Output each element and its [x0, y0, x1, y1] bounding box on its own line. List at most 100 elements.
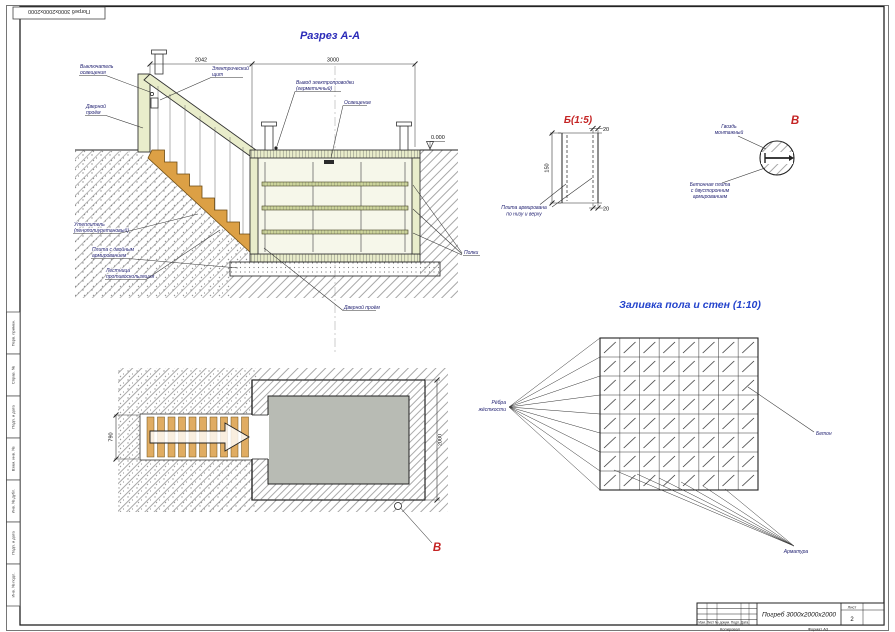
level-mark-value: 0.000	[431, 135, 445, 141]
label-light-text: Освещение	[344, 100, 371, 106]
side-stamp-box	[6, 563, 21, 607]
dim-cover-top: 20	[603, 127, 609, 133]
side-stamp-label: Взам. инв. №	[11, 447, 16, 472]
copied-note: Копировал	[720, 627, 741, 632]
detail-b-label: Плита армирована по низу и верху	[500, 177, 593, 218]
detail-marker-letter: В	[433, 542, 441, 554]
rebar-leader-fan	[613, 469, 795, 547]
side-stamp-column: Перв. примен. Справ. № Подп. и дата Взам…	[6, 311, 21, 607]
label-ribs: Рёбра жёсткости	[477, 337, 601, 491]
label-rebar-text: Арматура	[783, 549, 809, 555]
detail-b-dim-20-top: 20	[589, 125, 610, 134]
sheet-number: 2	[850, 617, 854, 623]
detail-b-dim-20-bottom: 20	[589, 203, 610, 213]
sheet-label: Лист	[848, 605, 857, 610]
label-shelves-text: Полки	[464, 250, 478, 256]
plan-wall-band	[252, 380, 425, 500]
revision-row: Изм. Лист № докум. Подп. Дата	[699, 621, 749, 625]
dim-body: 3000	[327, 58, 339, 64]
label-wiring-line2: (герметичный)	[296, 85, 332, 92]
label-panel-line2: щит	[212, 72, 223, 78]
label-nail-line2: монтажный	[715, 129, 744, 136]
descend-arrow	[149, 422, 250, 452]
label-concrete: Бетон	[747, 386, 833, 438]
label-stairs-line2: противоскользящая	[106, 274, 155, 280]
label-door-bottom: Дверной проём	[263, 247, 381, 312]
level-mark: 0.000	[425, 134, 445, 150]
top-left-stamp-box	[12, 6, 106, 20]
plan-cellar-interior	[267, 395, 410, 485]
label-nail-line1: Гвоздь	[721, 124, 737, 130]
detail-b-title: Б(1:5)	[564, 115, 593, 126]
title-block: Изм. Лист № докум. Подп. Дата Погреб 300…	[696, 602, 885, 632]
plan-dim-2000: 2000	[426, 377, 444, 503]
side-stamp-label: Инв. № дубл.	[11, 489, 16, 514]
dim-entry-width: 790	[109, 432, 115, 441]
label-ribs-line2: жёсткости	[478, 407, 507, 413]
label-wiring: Вывод электропроводки (герметичный)	[276, 79, 355, 147]
top-left-stamp-text: Погреб 3000х2000х2000	[28, 8, 90, 14]
dim-cover-bottom: 20	[603, 207, 609, 213]
label-nail: Гвоздь монтажный	[714, 123, 767, 150]
section-a-a: Разрез А-А	[73, 30, 480, 352]
label-door-top: Дверной проём	[84, 102, 144, 129]
plan-view: 790 2000 В	[108, 368, 448, 554]
label-ribs-line1: Рёбра	[492, 400, 507, 406]
pour-title: Заливка пола и стен (1:10)	[619, 299, 761, 311]
label-shelves: Полки	[412, 184, 480, 257]
detail-b-label-line1: Плита армирована	[501, 205, 547, 211]
electrical-panel-icon	[150, 97, 159, 109]
label-plate: Бетонная плита с двусторонним армировани…	[689, 167, 766, 201]
vent-pipe-left	[261, 121, 277, 151]
side-stamp-label: Справ. №	[11, 366, 16, 384]
earth-hatch-left	[75, 150, 248, 298]
label-switch-line1: Выключатель	[80, 64, 114, 70]
entrance-trellis	[157, 86, 244, 236]
section-title: Разрез А-А	[300, 30, 360, 42]
cellar-left-wall	[249, 157, 259, 255]
ribs-leader-fan	[508, 337, 601, 491]
sheet-frame	[6, 5, 889, 631]
shelves	[261, 181, 409, 235]
light-fixture-icon	[324, 160, 334, 164]
label-wiring-line1: Вывод электропроводки	[296, 80, 354, 86]
pour-diagram: Заливка пола и стен (1:10) Рёбра жёсткос…	[477, 299, 833, 556]
section-dimensions: 2042 3000	[147, 57, 418, 147]
label-door-top-line2: проём	[86, 110, 101, 116]
cellar-floor-hatch	[250, 254, 420, 262]
plan-door-gap	[251, 415, 269, 459]
label-rebar: Арматура	[613, 469, 809, 556]
detail-b-label-line2: по низу и верху	[506, 212, 542, 218]
switch-icon	[150, 92, 154, 96]
sheet-border	[6, 5, 889, 631]
label-slab: Плита с двойным армированием	[91, 245, 239, 269]
format-note: Формат А3	[808, 627, 829, 632]
label-stairs-line1: Лестница	[105, 268, 130, 274]
label-panel: Электрический щит	[159, 64, 250, 101]
wiring-outlet-icon	[274, 146, 278, 150]
cellar-right-wall	[411, 157, 421, 255]
label-insulation-line2: (пенополиуретановый)	[74, 227, 129, 234]
mounting-nail-icon	[764, 153, 794, 163]
side-stamp-label: Подп. и дата	[11, 404, 16, 428]
detail-b-dim-150: 150	[544, 130, 561, 206]
dim-entry: 2042	[195, 58, 207, 64]
foundation-slab	[229, 261, 441, 277]
label-light: Освещение	[330, 99, 372, 159]
label-switch: Выключатель освещения	[79, 63, 151, 93]
pour-grid	[599, 337, 759, 491]
label-insulation: Утеплитель (пенополиуретановый)	[73, 213, 199, 235]
doc-name: Погреб 3000х2000х2000	[762, 611, 836, 619]
detail-v: В Гвоздь монтажный Бетонная плита с двус…	[689, 115, 799, 201]
side-stamp-label: Перв. примен.	[11, 320, 16, 347]
label-plate-line2: с двусторонним	[691, 188, 730, 194]
side-stamp-label: Подп. и дата	[11, 530, 16, 554]
label-plate-line3: армированием	[693, 194, 728, 200]
label-plate-line1: Бетонная плита	[690, 182, 731, 188]
cellar-ceiling-hatch	[250, 150, 420, 158]
label-switch-line2: освещения	[80, 70, 106, 76]
label-door-top-line1: Дверной	[85, 103, 106, 110]
vent-pipe-right	[396, 121, 412, 151]
